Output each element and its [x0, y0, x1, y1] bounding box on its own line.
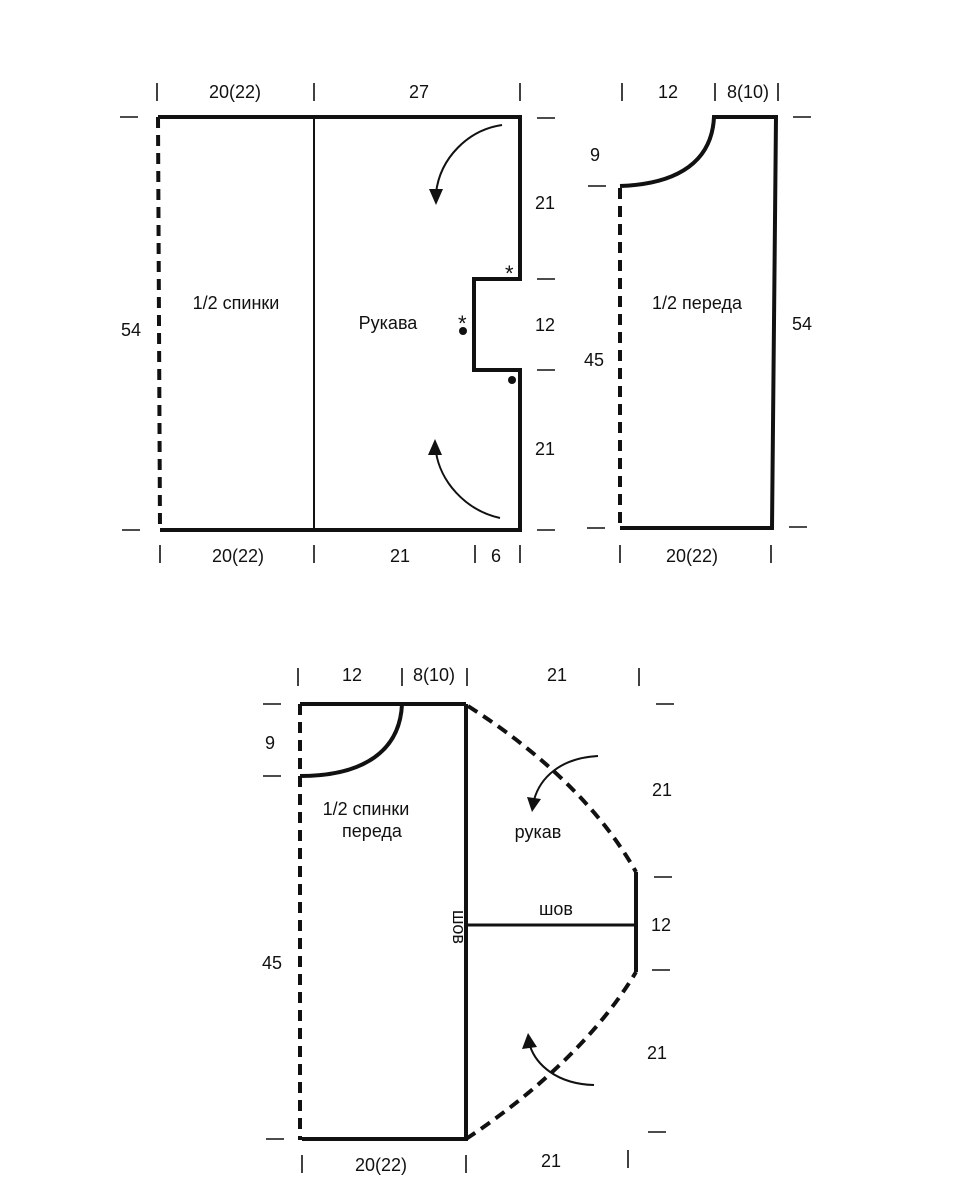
sleeve-fold-arrow-upper: [533, 755, 599, 801]
assembled-segment-lower-label: 21: [647, 1043, 667, 1063]
assembled-body-label-line2: переда: [342, 821, 403, 841]
assembled-neck-outline: [299, 702, 466, 778]
sleeve-fold-arrow-lower-head: [522, 1033, 537, 1049]
fold-arrow-lower-head: [428, 439, 442, 455]
assembled-sleeve-label: рукав: [515, 822, 562, 842]
assembled-schematic: 12 8(10) 21 9 1/2 спинки переда рукав шо…: [262, 665, 674, 1175]
sleeve-fold-arrow-lower: [529, 1045, 595, 1086]
top-sleeve-width-label: 27: [409, 82, 429, 102]
fold-arrow-upper: [435, 124, 503, 194]
star-marker: *: [458, 311, 467, 336]
front-neck-width-label: 12: [658, 82, 678, 102]
star-marker: *: [505, 261, 514, 286]
segment-middle-label: 12: [535, 315, 555, 335]
segment-lower-label: 21: [535, 439, 555, 459]
assembled-neck-depth-label: 9: [265, 733, 275, 753]
back-center-fold-line: [156, 116, 162, 531]
fold-arrow-upper-head: [429, 189, 443, 205]
segment-upper-label: 21: [535, 193, 555, 213]
dot-marker: [459, 327, 467, 335]
assembled-bottom-sleeve-width-label: 21: [541, 1151, 561, 1171]
front-height-label: 54: [792, 314, 812, 334]
fold-arrow-lower: [435, 451, 501, 519]
front-bottom-width-label: 20(22): [666, 546, 718, 566]
assembled-body-outline: [302, 704, 468, 1141]
sleeve-label: Рукава: [359, 313, 419, 333]
sleeve-seam-label: шов: [539, 899, 573, 919]
front-schematic: 12 8(10) 9 1/2 переда 45 54 20(22): [584, 82, 812, 566]
assembled-body-label-line1: 1/2 спинки: [323, 799, 410, 819]
sleeve-fold-arrow-upper-head: [527, 797, 541, 812]
assembled-segment-upper-label: 21: [652, 780, 672, 800]
assembled-side-height-label: 45: [262, 953, 282, 973]
assembled-shoulder-width-label: 8(10): [413, 665, 455, 685]
front-neck-depth-label: 9: [590, 145, 600, 165]
front-label: 1/2 переда: [652, 293, 743, 313]
back-label: 1/2 спинки: [193, 293, 280, 313]
front-outline: [619, 115, 779, 530]
height-label: 54: [121, 320, 141, 340]
assembled-sleeve-width-label: 21: [547, 665, 567, 685]
side-seam-label: шов: [449, 910, 469, 944]
bottom-sleeve-width-label: 21: [390, 546, 410, 566]
dot-marker: [508, 376, 516, 384]
top-left-width-label: 20(22): [209, 82, 261, 102]
bottom-notch-width-label: 6: [491, 546, 501, 566]
back-sleeve-outline: [158, 115, 522, 532]
bottom-left-width-label: 20(22): [212, 546, 264, 566]
sleeve-lower-dashed-edge: [464, 970, 638, 1141]
front-shoulder-width-label: 8(10): [727, 82, 769, 102]
assembled-neck-width-label: 12: [342, 665, 362, 685]
front-side-height-label: 45: [584, 350, 604, 370]
assembled-segment-middle-label: 12: [651, 915, 671, 935]
sleeve-upper-dashed-edge: [466, 704, 638, 873]
assembled-bottom-width-label: 20(22): [355, 1155, 407, 1175]
back-and-sleeve-schematic: * * 20(22) 27 1/2 спинки Рукава 54 21 12…: [120, 82, 555, 566]
